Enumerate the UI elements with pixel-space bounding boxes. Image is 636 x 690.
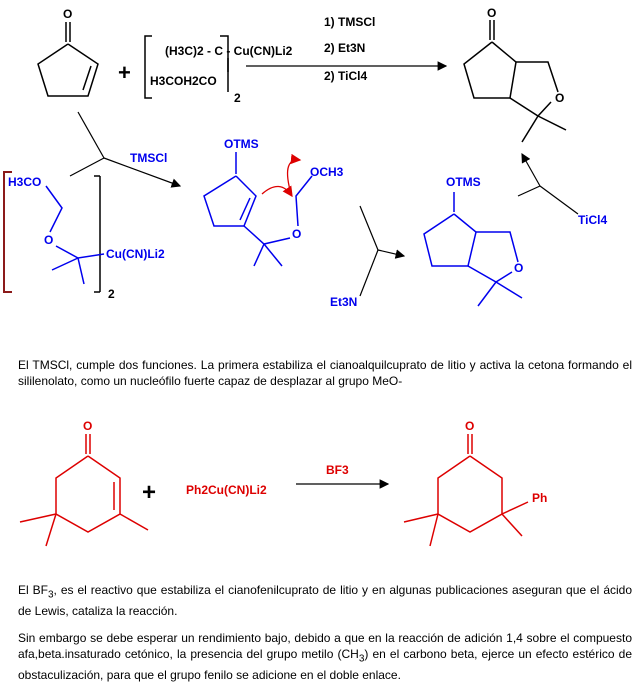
tmscl-label: TMSCl [130,151,167,165]
electron-arrow-1 [261,185,293,198]
bicyclic-product-structure [463,20,567,143]
paragraph-bf3-start: El BF [18,583,48,597]
enolate-structure [203,152,313,267]
mechanism-cuprate-bracket [3,171,12,293]
et3n-label: Et3N [330,295,357,309]
paragraph-bf3-subscript: 3 [47,589,54,601]
product-ketone-oxygen: O [487,6,496,20]
reaction-schemes: O + (H3C)2 - C - Cu(CN)Li2 H3COH2CO 2 1)… [3,6,607,309]
ticl4-arrow [521,152,541,187]
paragraph-bf3-end: , es el reactivo que estabiliza el ciano… [18,583,633,619]
plus-sign-2: + [142,479,156,506]
condition-step2: 2) Et3N [324,41,365,55]
product-ring-oxygen: O [555,91,564,105]
paragraph-yield-start: Sin embargo se debe esperar un rendimien… [18,631,632,661]
mechanism-cuprate-structure [45,185,105,285]
enolate-ring-oxygen: O [292,227,301,241]
isophorone-structure [19,434,149,547]
mechanism-bracket-subscript: 2 [108,287,115,301]
plus-sign: + [118,60,131,85]
electron-arrow-2 [286,153,302,191]
enolate-methoxy: OCH3 [310,165,344,179]
bicyclic-otms: OTMS [446,175,481,189]
paragraph-yield-end: ) en el carbono beta, ejerce un efecto e… [18,647,632,683]
conjugate-addition-scheme: O + Ph2Cu(CN)Li2 BF3 O Ph [19,419,547,547]
condition-step1: 1) TMSCl [324,15,375,29]
condition-step3: 2) TiCl4 [324,69,367,83]
product-oxygen-2: O [465,419,474,433]
cuprate-subscript: 2 [234,91,241,105]
ticl4-label: TiCl4 [578,213,607,227]
bicyclic-intermediate-structure [423,192,523,307]
paragraph-yield-subscript: 3 [358,653,365,665]
phenyl-substituent: Ph [532,491,547,505]
tmscl-branch [77,111,105,159]
tmscl-arrow [103,157,182,188]
enolate-otms: OTMS [224,137,259,151]
et3n-arrow [377,249,406,259]
isophorone-oxygen: O [83,419,92,433]
paragraph-tmscl: El TMSCl, cumple dos funciones. La prime… [18,358,632,388]
bf3-label: BF3 [326,463,349,477]
mechanism-oxygen: O [44,233,53,247]
phenylcuprate-reagent: Ph2Cu(CN)Li2 [186,483,267,497]
mechanism-copper: Cu(CN)Li2 [106,247,165,261]
cyclopentenone-structure [37,22,99,97]
phenyl-ketone-product-structure [403,434,529,547]
cuprate-line1: (H3C)2 - C - Cu(CN)Li2 [165,44,293,58]
paragraph-bf3: El BF3, es el reactivo que estabiliza el… [18,582,632,619]
ketone-oxygen-label: O [63,7,72,21]
mechanism-methoxy: H3CO [8,175,41,189]
paragraph-yield: Sin embargo se debe esperar un rendimien… [18,630,632,683]
cuprate-line2: H3COH2CO [150,74,217,88]
bicyclic-ring-oxygen: O [514,261,523,275]
cuprate-bracket [144,35,229,99]
